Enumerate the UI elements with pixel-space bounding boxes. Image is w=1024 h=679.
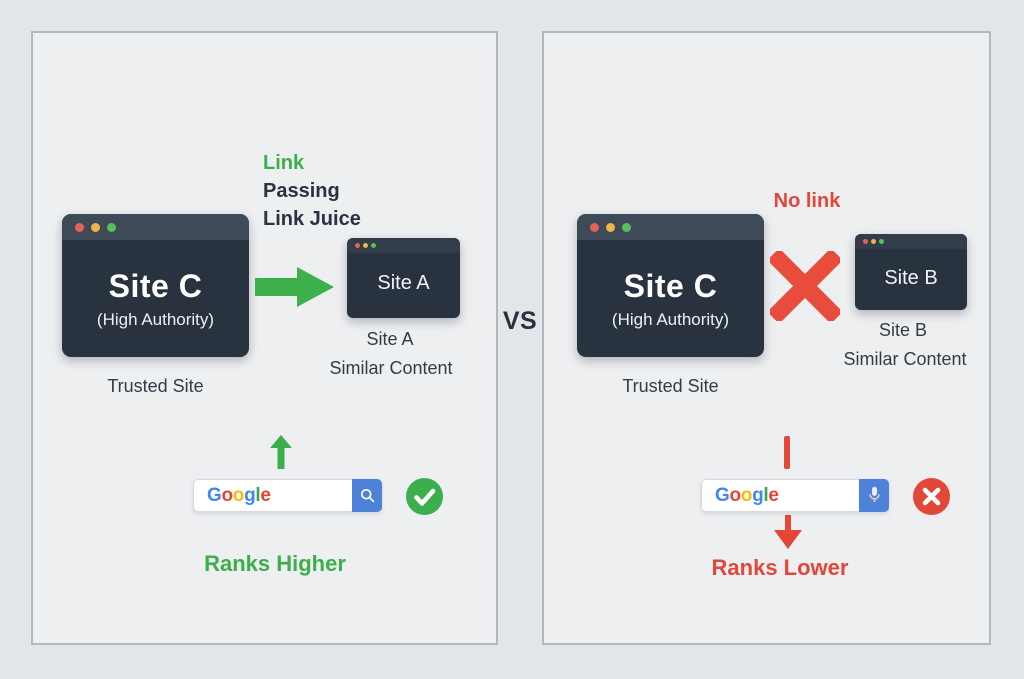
no-link-cross-icon (770, 251, 840, 321)
right-panel: No link Site C (High Authority) (542, 31, 991, 645)
browser-window-site-c-right: Site C (High Authority) (577, 214, 764, 357)
close-dot-icon (75, 222, 84, 232)
window-body: Site C (High Authority) (577, 240, 764, 357)
no-link-annotation: No link (773, 190, 841, 212)
window-titlebar (577, 214, 764, 240)
window-body: Site C (High Authority) (62, 240, 249, 357)
mic-icon (868, 486, 880, 502)
minimize-dot-icon (606, 222, 615, 232)
site-a-caption-name: Site A (366, 329, 414, 349)
window-titlebar (347, 238, 460, 253)
trusted-site-caption: Trusted Site (622, 376, 719, 396)
search-icon (360, 488, 374, 503)
ranks-higher-label: Ranks Higher (204, 551, 346, 576)
success-check-icon (406, 478, 443, 515)
link-annotation-line2: Passing (263, 180, 340, 202)
close-dot-icon (590, 222, 599, 232)
site-a-title: Site A (377, 272, 430, 294)
link-annotation: Link Passing Link Juice (263, 149, 361, 233)
window-titlebar (855, 234, 967, 249)
site-c-subtitle: (High Authority) (96, 309, 215, 329)
window-body: Site B (855, 249, 967, 307)
link-arrow-right-icon (255, 267, 334, 307)
rank-down-arrow-icon (774, 515, 802, 549)
zoom-dot-icon (371, 243, 376, 248)
window-body: Site A (347, 253, 460, 314)
rank-down-arrow-stem (784, 436, 790, 469)
site-c-title: Site C (623, 267, 718, 304)
minimize-dot-icon (91, 222, 100, 232)
zoom-dot-icon (107, 222, 116, 232)
minimize-dot-icon (871, 239, 876, 244)
site-a-caption-desc: Similar Content (329, 358, 453, 378)
browser-window-site-c-left: Site C (High Authority) (62, 214, 249, 357)
close-dot-icon (863, 239, 868, 244)
link-annotation-line3: Link Juice (263, 208, 361, 230)
browser-window-site-b: Site B (855, 234, 967, 310)
site-b-title: Site B (884, 266, 938, 289)
google-logo: Google (715, 484, 779, 506)
browser-window-site-a: Site A (347, 238, 460, 318)
site-b-caption-name: Site B (878, 320, 928, 340)
window-titlebar (62, 214, 249, 240)
rank-up-arrow-icon (270, 435, 292, 469)
ranks-lower-label: Ranks Lower (711, 555, 849, 580)
link-annotation-line1: Link (263, 152, 305, 174)
left-panel: Link Passing Link Juice Site C (High Aut… (31, 31, 498, 645)
site-b-caption-desc: Similar Content (843, 349, 967, 369)
zoom-dot-icon (879, 239, 884, 244)
minimize-dot-icon (363, 243, 368, 248)
google-logo: Google (207, 484, 271, 506)
site-c-subtitle: (High Authority) (611, 309, 730, 329)
close-dot-icon (355, 243, 360, 248)
fail-cross-icon (913, 478, 950, 515)
vs-label: VS (502, 307, 538, 335)
google-search-bar: Google (193, 479, 382, 512)
zoom-dot-icon (622, 222, 631, 232)
trusted-site-caption: Trusted Site (107, 376, 204, 396)
voice-search-button (859, 479, 889, 512)
search-button (352, 479, 382, 512)
google-search-bar: Google (701, 479, 889, 512)
site-c-title: Site C (108, 267, 203, 304)
